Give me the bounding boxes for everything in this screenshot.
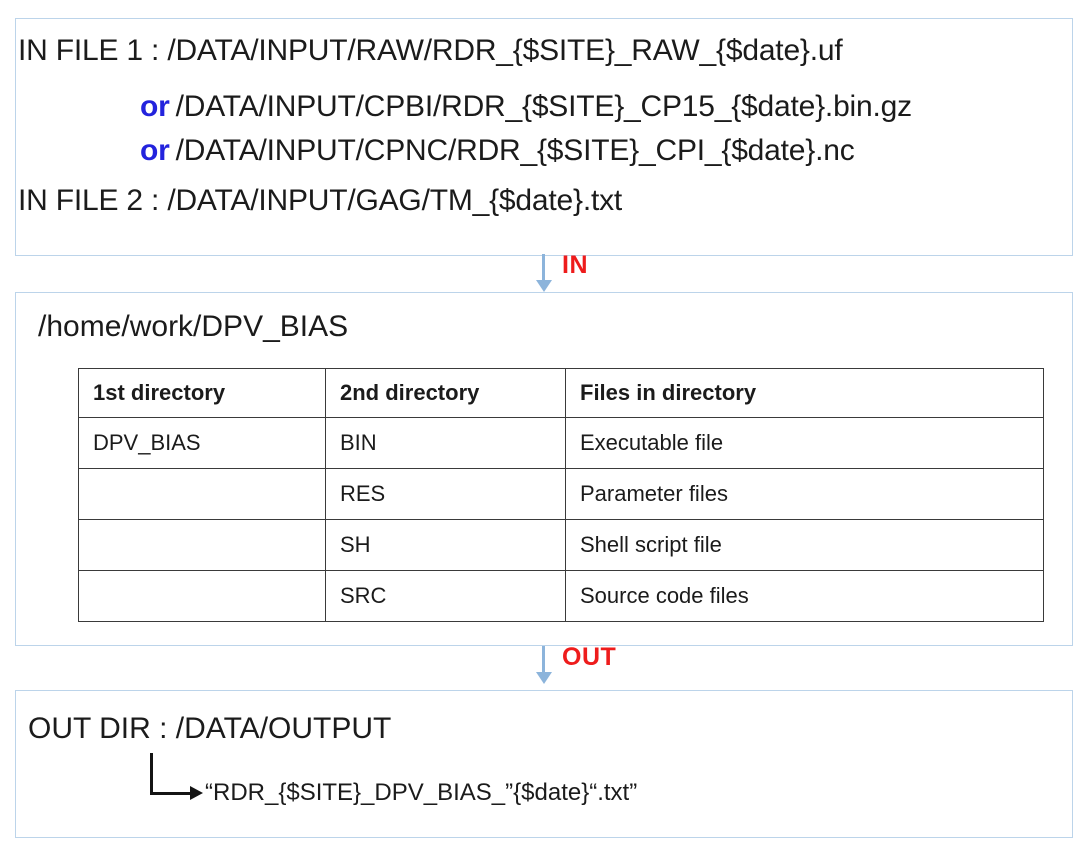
elbow-arrow-icon [150, 753, 210, 801]
in-file-2-line: IN FILE 2 : /DATA/INPUT/GAG/TM_{$date}.t… [18, 184, 622, 218]
elbow-arrow-horizontal-segment [150, 792, 192, 795]
arrow-down-head-icon [536, 672, 552, 684]
table-row: DPV_BIAS BIN Executable file [78, 417, 1044, 469]
cell-1st-directory [78, 468, 326, 520]
in-file-1-label: IN FILE 1 : [18, 34, 168, 67]
out-dir-line: OUT DIR : /DATA/OUTPUT [28, 712, 391, 746]
cell-1st-directory [78, 519, 326, 571]
in-file-2-path: /DATA/INPUT/GAG/TM_{$date}.txt [167, 184, 623, 217]
directory-structure-table: 1st directory 2nd directory Files in dir… [78, 368, 1044, 622]
cell-1st-directory [78, 570, 326, 622]
in-file-1-alt-1-line: or/DATA/INPUT/CPBI/RDR_{$SITE}_CP15_{$da… [140, 90, 912, 124]
in-file-1-path: /DATA/INPUT/RAW/RDR_{$SITE}_RAW_{$date}.… [167, 34, 843, 67]
cell-2nd-directory: BIN [325, 417, 566, 469]
cell-2nd-directory: SH [325, 519, 566, 571]
work-directory-path: /home/work/DPV_BIAS [38, 310, 349, 343]
out-dir-path: /DATA/OUTPUT [175, 712, 392, 745]
in-file-1-alt-2-path: /DATA/INPUT/CPNC/RDR_{$SITE}_CPI_{$date}… [175, 134, 855, 167]
output-panel [15, 690, 1073, 838]
cell-files-in-directory: Parameter files [565, 468, 1044, 520]
cell-files-in-directory: Executable file [565, 417, 1044, 469]
in-file-1-alt-1-path: /DATA/INPUT/CPBI/RDR_{$SITE}_CP15_{$date… [175, 90, 913, 123]
column-header-1st-directory: 1st directory [78, 368, 326, 418]
cell-1st-directory: DPV_BIAS [78, 417, 326, 469]
cell-2nd-directory: SRC [325, 570, 566, 622]
out-flow-arrow-group: OUT [520, 643, 640, 686]
table-row: SRC Source code files [78, 570, 1044, 622]
in-flow-arrow-group: IN [520, 251, 640, 294]
cell-files-in-directory: Source code files [565, 570, 1044, 622]
cell-files-in-directory: Shell script file [565, 519, 1044, 571]
table-header-row: 1st directory 2nd directory Files in dir… [78, 368, 1044, 418]
in-file-1-line: IN FILE 1 : /DATA/INPUT/RAW/RDR_{$SITE}_… [18, 34, 843, 68]
in-file-2-label: IN FILE 2 : [18, 184, 168, 217]
arrow-down-head-icon [536, 280, 552, 292]
output-file-pattern: “RDR_{$SITE}_DPV_BIAS_”{$date}“.txt” [205, 779, 638, 806]
arrow-down-icon [542, 254, 545, 284]
elbow-arrow-vertical-segment [150, 753, 153, 795]
in-arrow-label: IN [562, 251, 588, 279]
or-keyword: or [140, 134, 170, 167]
or-keyword: or [140, 90, 170, 123]
arrow-down-icon [542, 646, 545, 676]
out-dir-label: OUT DIR : [28, 712, 176, 745]
out-arrow-label: OUT [562, 643, 617, 671]
elbow-arrow-head-icon [190, 786, 203, 800]
input-files-panel [15, 18, 1073, 256]
column-header-2nd-directory: 2nd directory [325, 368, 566, 418]
in-file-1-alt-2-line: or/DATA/INPUT/CPNC/RDR_{$SITE}_CPI_{$dat… [140, 134, 855, 168]
column-header-files-in-directory: Files in directory [565, 368, 1044, 418]
table-row: SH Shell script file [78, 519, 1044, 571]
table-row: RES Parameter files [78, 468, 1044, 520]
cell-2nd-directory: RES [325, 468, 566, 520]
